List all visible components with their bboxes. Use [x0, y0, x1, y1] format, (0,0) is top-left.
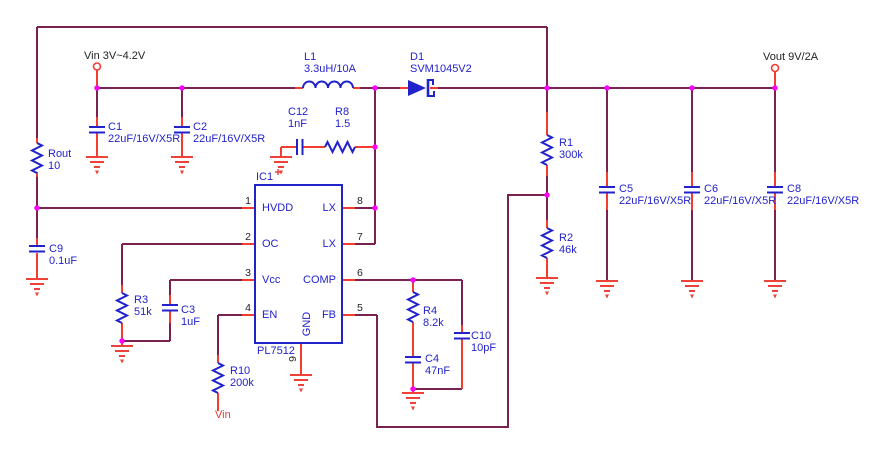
rout-reference: Rout [48, 148, 72, 160]
ic1-pin-number-4: 4 [245, 302, 251, 314]
resistor-r8-symbol [324, 139, 356, 155]
c4-value: 47nF [425, 365, 451, 377]
resistor-r1-symbol [539, 134, 555, 166]
ic1-pin-name-oc: OC [262, 238, 279, 250]
c6-reference: C6 [704, 183, 719, 195]
r10-value: 200k [230, 377, 254, 389]
c3-value: 1uF [181, 316, 200, 328]
wire-segments [36, 26, 776, 428]
c1-reference: C1 [108, 121, 123, 133]
c3-reference: C3 [181, 304, 196, 316]
l1-value: 3.3uH/10A [304, 63, 356, 75]
vin-terminal-label: Vin 3V~4.2V [84, 50, 146, 62]
ic1-pin-name-gnd: GND [301, 311, 313, 337]
r3-reference: R3 [134, 294, 149, 306]
capacitor-c2-symbol [174, 126, 190, 134]
d1-reference: D1 [410, 51, 425, 63]
r8-reference: R8 [335, 106, 350, 118]
capacitor-c9-symbol [29, 245, 45, 253]
vin-net-label: Vin [215, 409, 231, 421]
r1-value: 300k [559, 149, 583, 161]
r1-reference: R1 [559, 137, 574, 149]
junction-dots [34, 85, 778, 392]
capacitor-c1-symbol [89, 126, 105, 134]
c5-reference: C5 [619, 183, 634, 195]
c2-value: 22uF/16V/X5R [193, 133, 266, 145]
resistor-r3-symbol [114, 292, 130, 324]
r4-value: 8.2k [423, 317, 444, 329]
c6-value: 22uF/16V/X5R [704, 195, 777, 207]
ic1-reference: IC1 [256, 171, 274, 183]
ic1-pin-number-6: 6 [357, 267, 363, 279]
c10-value: 10pF [471, 342, 497, 354]
ic1-pin-name-hvdd: HVDD [262, 202, 294, 214]
capacitor-c4-symbol [405, 356, 421, 364]
ic1-pin-name-en: EN [262, 309, 278, 321]
c2-reference: C2 [193, 121, 208, 133]
c10-reference: C10 [471, 330, 492, 342]
ic1-pin-name-fb: FB [321, 309, 336, 321]
c1-value: 22uF/16V/X5R [108, 133, 181, 145]
r4-reference: R4 [423, 305, 438, 317]
r2-reference: R2 [559, 232, 574, 244]
capacitor-c10-symbol [454, 332, 470, 340]
r10-reference: R10 [230, 365, 251, 377]
vin-terminal-circle [92, 62, 102, 71]
rout-value: 10 [48, 160, 61, 172]
c12-value: 1nF [288, 118, 307, 130]
c9-reference: C9 [49, 243, 64, 255]
ic1-pin-name-comp: COMP [303, 274, 336, 286]
c8-reference: C8 [787, 183, 802, 195]
l1-reference: L1 [304, 51, 317, 63]
r3-value: 51k [134, 306, 152, 318]
resistor-r2-symbol [539, 227, 555, 259]
ic1-part-number: PL7512 [257, 345, 295, 357]
ic1-pin-number-5: 5 [357, 302, 363, 314]
ic1-body [254, 184, 343, 344]
ic1-pin-name-lx7: LX [322, 238, 336, 250]
c9-value: 0.1uF [49, 255, 78, 267]
c5-value: 22uF/16V/X5R [619, 195, 692, 207]
r8-value: 1.5 [335, 118, 351, 130]
capacitor-c6-symbol [684, 186, 700, 194]
component-leads [36, 70, 776, 411]
ground-symbols [26, 156, 786, 404]
capacitor-c12-symbol [296, 139, 304, 155]
ic1-pin-number-3: 3 [245, 267, 251, 279]
resistor-rout-symbol [29, 142, 45, 174]
ic1-pin-number-7: 7 [357, 231, 363, 243]
vout-terminal-label: Vout 9V/2A [763, 51, 819, 63]
capacitor-c5-symbol [599, 186, 615, 194]
ic1-pin-number-2: 2 [245, 231, 251, 243]
c12-reference: C12 [288, 106, 309, 118]
r2-value: 46k [559, 244, 577, 256]
resistor-r10-symbol [210, 362, 226, 394]
c8-value: 22uF/16V/X5R [787, 195, 860, 207]
ic1-pin-name-lx8: LX [322, 202, 336, 214]
ic1-pin-number-8: 8 [357, 195, 363, 207]
vout-terminal-circle [770, 63, 780, 73]
inductor-l1-symbol [302, 80, 354, 89]
diode-d1-symbol [408, 79, 435, 97]
ic1-pin-name-vcc: Vcc [262, 274, 281, 286]
ic1-pin-number-1: 1 [245, 195, 251, 207]
ic1-pin-number-9: 9 [287, 356, 299, 362]
c4-reference: C4 [425, 353, 440, 365]
capacitor-c8-symbol [767, 186, 783, 194]
d1-value: SVM1045V2 [410, 63, 472, 75]
capacitor-c3-symbol [162, 304, 178, 312]
resistor-r4-symbol [405, 291, 421, 323]
